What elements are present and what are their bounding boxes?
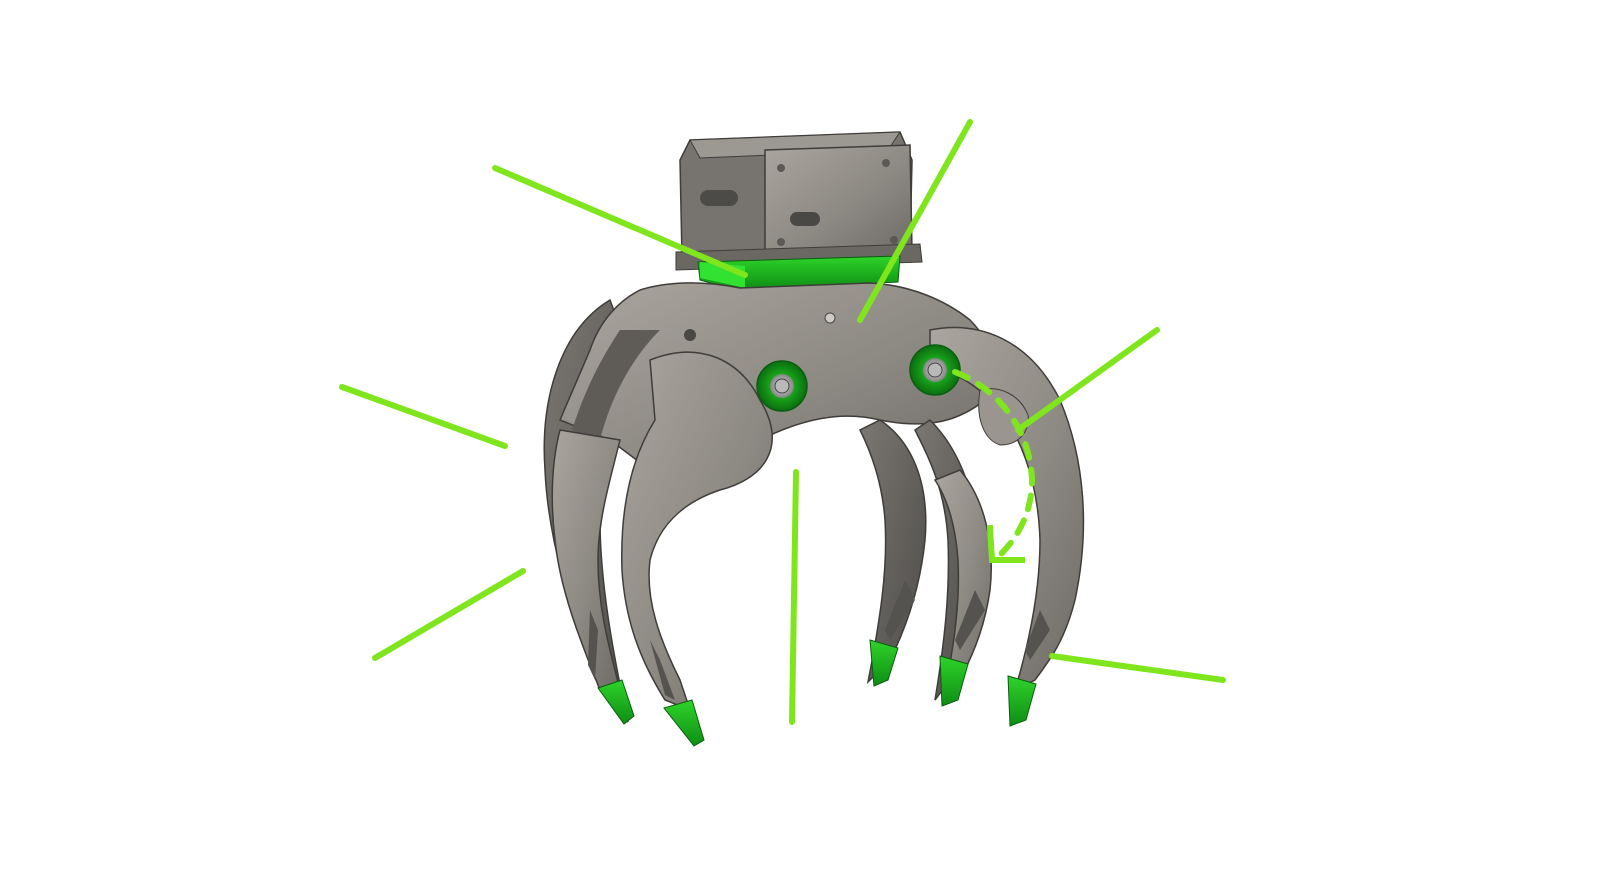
callout-line-rotator xyxy=(492,165,748,278)
left-jaw-tines xyxy=(551,351,773,712)
pivot-pin-left xyxy=(756,360,808,412)
callout-line-body xyxy=(857,119,973,323)
mounting-bracket xyxy=(675,131,923,271)
callout-line-right-tine xyxy=(1049,653,1226,683)
callout-line-left-jaw xyxy=(339,384,508,449)
pivot-pin-right xyxy=(909,344,961,396)
callout-line-cylinder xyxy=(1015,327,1160,433)
callout-line-left-tine xyxy=(372,568,526,661)
rotation-arrow xyxy=(952,369,1036,563)
callout-line-opening xyxy=(789,469,799,725)
callout-lines xyxy=(339,119,1226,725)
tine-tips xyxy=(597,639,1037,747)
